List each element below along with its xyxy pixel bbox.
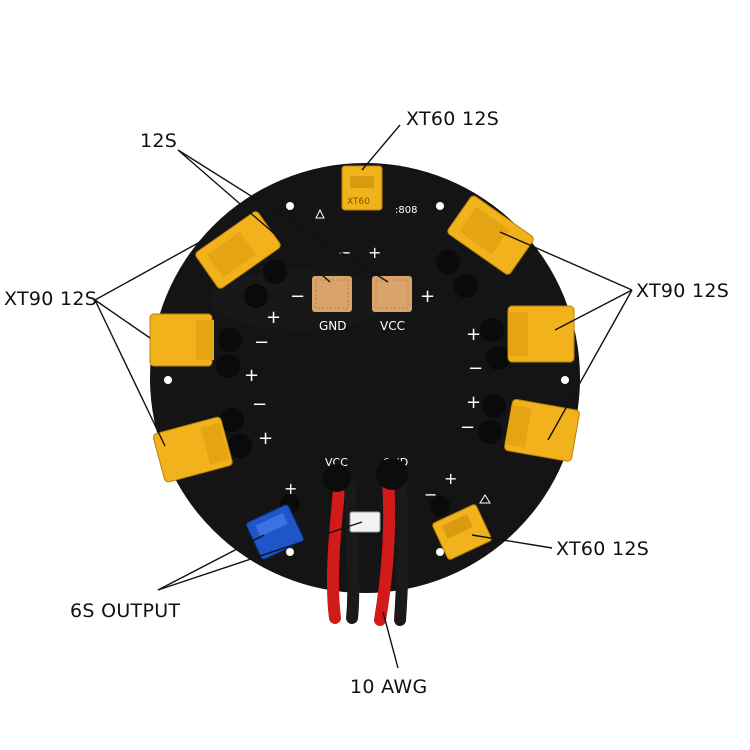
xt90-connector-left-3 [152, 416, 233, 483]
jst-connector [349, 511, 381, 533]
6s-output-label: 6S OUTPUT [70, 600, 181, 622]
12s-pads-label: 12S [140, 130, 178, 152]
minus-mark: − [252, 394, 267, 415]
xt90-right-label: XT90 12S [636, 280, 730, 302]
xt90-connector-left-1 [195, 211, 281, 289]
plus-mark: + [266, 307, 281, 328]
mount-hole [436, 202, 444, 210]
mount-hole [286, 202, 294, 210]
minus-mark: − [254, 332, 269, 353]
gnd-pad [312, 276, 352, 312]
warning-icon [315, 208, 325, 219]
plus-mark: + [420, 286, 435, 307]
plus-mark: + [258, 428, 273, 449]
mount-hole [436, 548, 444, 556]
xt60-bottom-label: XT60 12S [556, 538, 650, 560]
minus-mark: − [460, 417, 475, 438]
warning-icon [479, 494, 491, 504]
wire-bundle [323, 458, 409, 626]
polarity-markings: − + − + + − + − + + − + − + − + [244, 243, 483, 504]
xt90-connector-right-2 [507, 305, 575, 363]
plus-mark: + [466, 392, 481, 413]
minus-mark: − [290, 286, 305, 307]
callout-lines [94, 124, 633, 669]
minus-mark: − [468, 358, 483, 379]
xt60-marking: XT60 [347, 197, 370, 207]
xt60-connector-top: XT60 [341, 165, 383, 211]
plus-mark: + [466, 324, 481, 345]
plus-mark: + [368, 243, 381, 262]
mount-hole [286, 548, 294, 556]
vcc-pad [372, 276, 412, 312]
solder-joints [216, 250, 510, 516]
xt90-connector-right-3 [504, 398, 580, 462]
board-code: :808 [395, 205, 417, 216]
10awg-label: 10 AWG [350, 676, 428, 698]
xt90-left-label: XT90 12S [4, 288, 98, 310]
xt90-connector-left-2 [149, 313, 214, 367]
xt90-connector-right-1 [447, 195, 534, 275]
xt60-connector-bottom [432, 504, 492, 560]
plus-mark: + [244, 365, 259, 386]
plus-mark: + [444, 469, 457, 488]
blue-6s-connector [246, 504, 304, 560]
vcc-pad-label: VCC [380, 319, 405, 333]
plus-mark: + [284, 479, 297, 498]
gnd-pad-label: GND [319, 319, 347, 333]
xt60-top-label: XT60 12S [406, 108, 500, 130]
mount-hole [164, 376, 172, 384]
mount-hole [561, 376, 569, 384]
